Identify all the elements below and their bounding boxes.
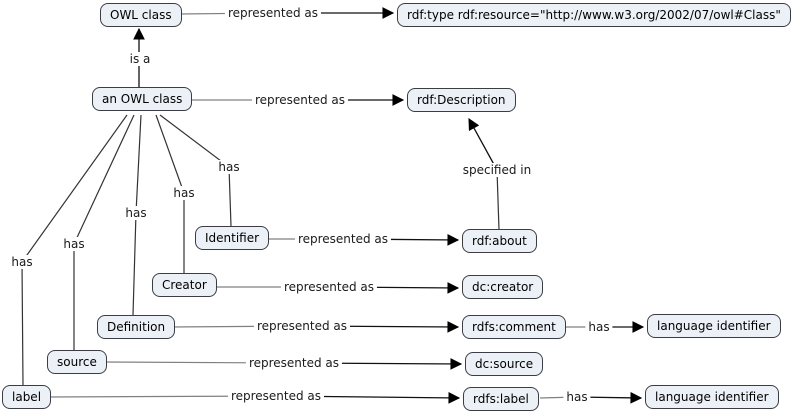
node-language-identifier-1: language identifier <box>647 314 781 338</box>
edge-label-has-source: has <box>60 237 88 251</box>
edge-label-represented-as-definition: represented as <box>253 319 351 333</box>
edge-label-has-label: has <box>8 255 36 269</box>
node-dc-creator: dc:creator <box>462 275 544 299</box>
edge-label-represented-as-source: represented as <box>245 356 343 370</box>
node-language-identifier-2: language identifier <box>645 385 779 409</box>
edge-label-has-rdfs-comment: has <box>585 320 613 334</box>
node-creator: Creator <box>152 273 217 297</box>
node-owl-class: OWL class <box>100 3 182 27</box>
edge-label-represented-as-identifier: represented as <box>294 232 392 246</box>
edge-label-specified-in: specified in <box>459 163 535 177</box>
node-rdf-type-resource: rdf:type rdf:resource="http://www.w3.org… <box>397 3 791 27</box>
node-dc-source: dc:source <box>465 352 544 376</box>
node-rdf-about: rdf:about <box>462 229 537 253</box>
node-rdfs-label: rdfs:label <box>463 387 539 411</box>
edge-label-has-rdfs-label: has <box>563 390 591 404</box>
edge-label-is-a: is a <box>126 52 154 66</box>
node-rdf-description: rdf:Description <box>407 88 516 112</box>
edge-label-represented-as-an-owl-class: represented as <box>251 93 349 107</box>
edge-label-has-creator: has <box>170 186 198 200</box>
node-label: label <box>2 385 52 409</box>
node-source: source <box>47 350 107 374</box>
node-an-owl-class: an OWL class <box>92 87 193 111</box>
node-identifier: Identifier <box>195 226 270 250</box>
node-rdfs-comment: rdfs:comment <box>462 315 566 339</box>
edge-label-has-identifier: has <box>215 160 243 174</box>
edge-label-represented-as-creator: represented as <box>280 280 378 294</box>
node-definition: Definition <box>97 315 176 339</box>
edge-label-has-definition: has <box>122 206 150 220</box>
edge-label-represented-as-owl-class: represented as <box>224 6 322 20</box>
edge-label-represented-as-label: represented as <box>227 389 325 403</box>
